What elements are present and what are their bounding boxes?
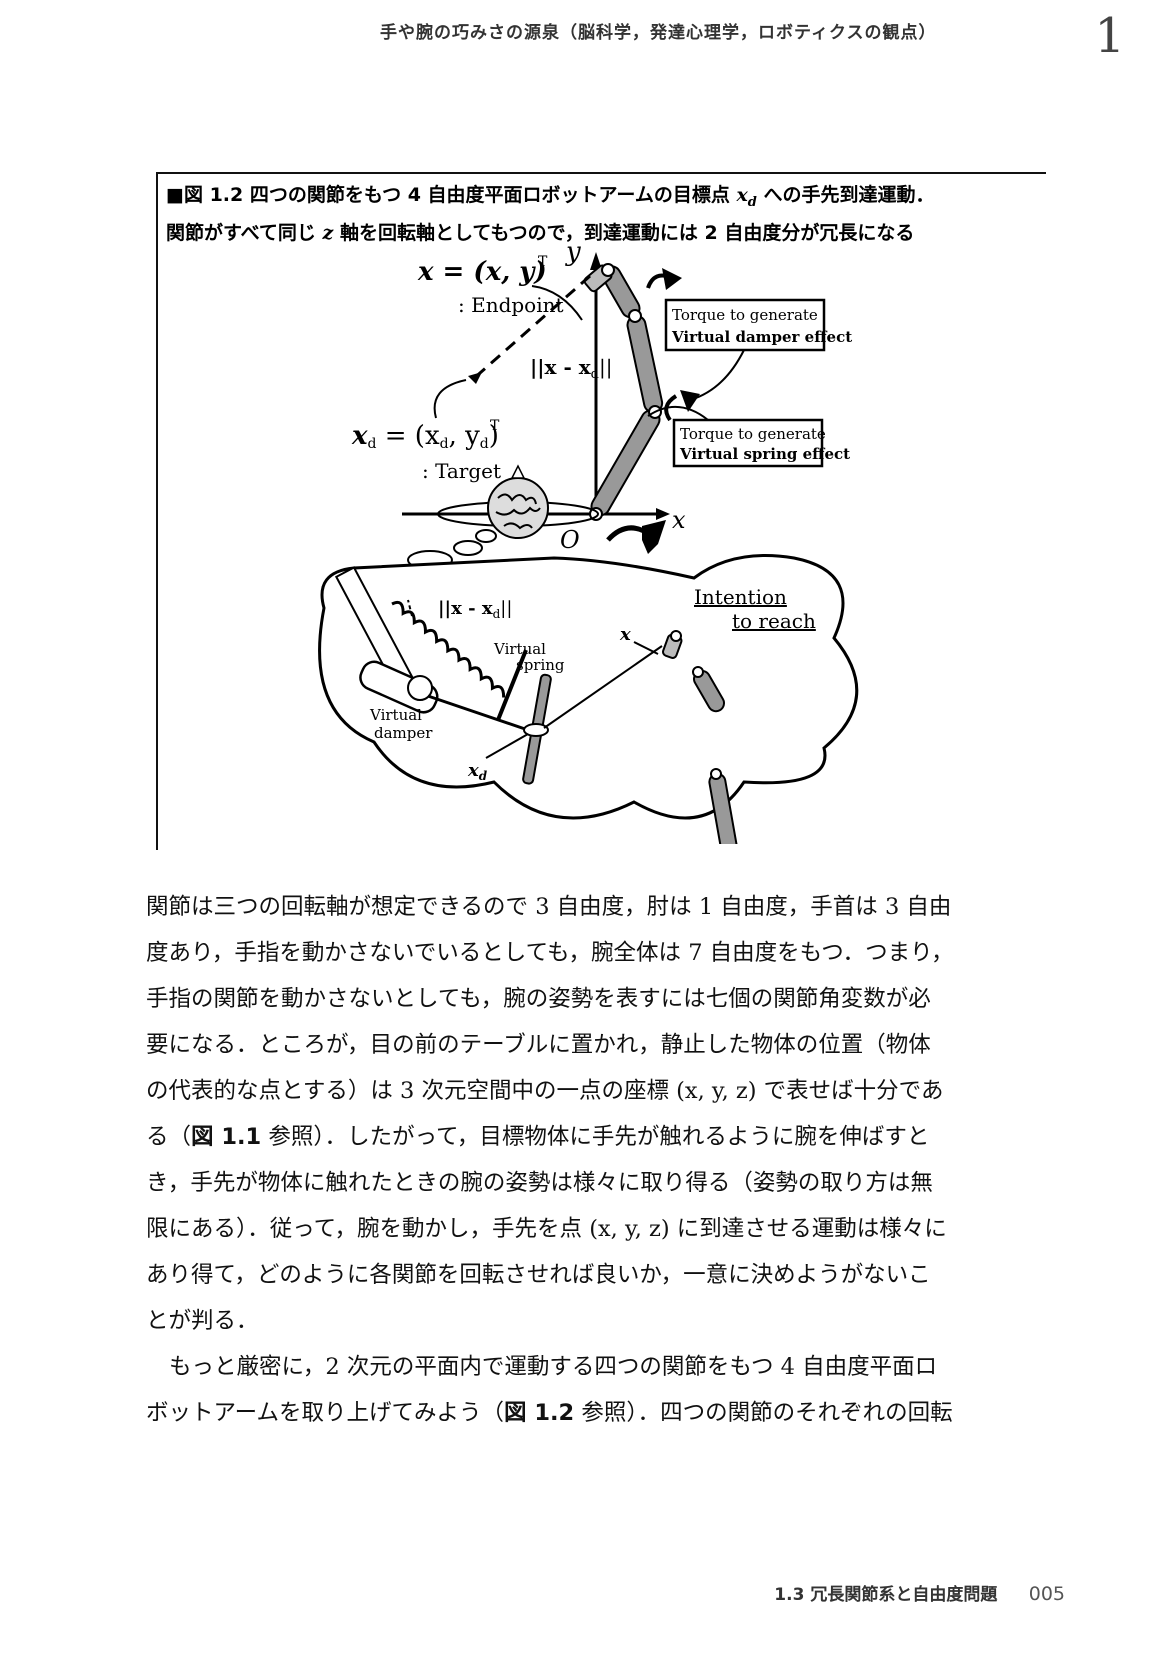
origin-label: O xyxy=(560,526,580,554)
caption-text: 軸を回転軸としてもつので，到達運動には 2 自由度分が冗長になる xyxy=(333,221,915,244)
caption-math-x: x xyxy=(736,184,748,206)
caption-math-z: z xyxy=(322,221,334,244)
damper-torque-box: Torque to generate Virtual damper effect xyxy=(664,298,852,352)
spring-torque-box: Torque to generate Virtual spring effect xyxy=(672,418,850,468)
reach-vector-head xyxy=(468,372,482,384)
brain-folds xyxy=(495,493,541,530)
intention-line1: Intention xyxy=(694,585,787,609)
endpoint-name: : Endpoint xyxy=(458,293,564,317)
body-line: あり得て，どのように各関節を回転させれば良いか，一意に決めようがないこ xyxy=(146,1262,931,1288)
body-line: とが判る． xyxy=(146,1308,259,1334)
spring-box-line1: Torque to generate xyxy=(680,425,826,443)
caption-text: への手先到達運動． xyxy=(756,184,935,206)
arm-link-2 xyxy=(626,314,664,414)
torque-arrowhead-elbow xyxy=(680,390,700,412)
endpoint-equation: x = (x, y) xyxy=(417,257,547,287)
robot-arm-diagram: y x O Torque to generate Virtual damper … xyxy=(318,244,859,844)
caption-line-2: 関節がすべて同じ z 軸を回転軸としてもつので，到達運動には 2 自由度分が冗長… xyxy=(166,218,1036,248)
body-line: の代表的な点とする）は 3 次元空間中の一点の座標 (x, y, z) で表せば… xyxy=(146,1078,944,1104)
spring-end-bar xyxy=(496,649,528,721)
body-line: き，手先が物体に触れたときの腕の姿勢は様々に取り得る（姿勢の取り方は無 xyxy=(146,1170,933,1196)
thought-cloud xyxy=(318,554,859,820)
target-name: : Target xyxy=(422,459,501,483)
xd-leader xyxy=(485,733,529,759)
spring-box-line2: Virtual spring effect xyxy=(679,445,850,463)
connection-line xyxy=(543,645,663,729)
joint-3 xyxy=(628,309,642,323)
body-text-span: 参照）．四つの関節のそれぞれの回転 xyxy=(574,1400,953,1426)
norm2-label: ||x - xd|| xyxy=(438,598,512,621)
endpoint-superscript: T xyxy=(538,254,548,270)
figure-reference: 図 1.2 xyxy=(503,1400,575,1426)
page-footer: 1.3 冗長関節系と自由度問題 005 xyxy=(774,1580,1065,1605)
footer-section-title: 1.3 冗長関節系と自由度問題 xyxy=(774,1585,998,1605)
body-line: もっと厳密に，2 次元の平面内で運動する四つの関節をもつ 4 自由度平面ロ xyxy=(169,1354,938,1380)
body-line: 限にある）．従って，腕を動かし，手先を点 (x, y, z) に到達させる運動は… xyxy=(146,1216,947,1242)
target-superscript: T xyxy=(490,418,500,434)
body-line: 手指の関節を動かさないとしても，腕の姿勢を表すには七個の関節角変数が必 xyxy=(146,986,931,1012)
spring-leader xyxy=(647,405,709,421)
y-axis-arrow xyxy=(590,252,602,270)
torque-arrowhead-top xyxy=(662,268,682,290)
joint-1 xyxy=(589,507,603,521)
reach-vector xyxy=(471,274,591,382)
virtual-spring-label-2: spring xyxy=(516,656,565,674)
body-text-span: る（ xyxy=(146,1124,192,1150)
joint-4 xyxy=(601,263,615,277)
body-line: 要になる．ところが，目の前のテーブルに置かれ，静止した物体の位置（物体 xyxy=(146,1032,931,1058)
figure-caption: ■図 1.2 四つの関節をもつ 4 自由度平面ロボットアームの目標点 xd への… xyxy=(166,180,1036,248)
target-leader xyxy=(433,379,467,419)
body-text-span: 参照）．したがって，目標物体に手先が触れるように腕を伸ばすと xyxy=(261,1124,930,1150)
virtual-spring-label-1: Virtual xyxy=(493,640,546,658)
body-line: る（図 1.1 参照）．したがって，目標物体に手先が触れるように腕を伸ばすと xyxy=(146,1114,1046,1160)
body-line: ボットアームを取り上げてみよう（図 1.2 参照）．四つの関節のそれぞれの回転 xyxy=(146,1390,1046,1436)
damper-box-line1: Torque to generate xyxy=(672,306,818,324)
chapter-number: 1 xyxy=(1094,8,1125,64)
axis-y-label: y xyxy=(565,244,581,267)
body-text: 関節は三つの回転軸が想定できるので 3 自由度，肘は 1 自由度，手首は 3 自… xyxy=(146,884,1046,1436)
body-line: 関節は三つの回転軸が想定できるので 3 自由度，肘は 1 自由度，手首は 3 自… xyxy=(146,894,952,920)
target-ring xyxy=(523,723,549,737)
caption-text: 関節がすべて同じ xyxy=(166,221,323,244)
brain-nose-marker xyxy=(510,464,526,479)
thought-bubble-1 xyxy=(475,529,497,543)
running-head: 手や腕の巧みさの源泉（脳科学，発達心理学，ロボティクスの観点） xyxy=(380,23,937,43)
body-text-span: ボットアームを取り上げてみよう（ xyxy=(146,1400,504,1426)
norm-label: ||x - xd|| xyxy=(530,355,612,382)
damper-leader xyxy=(689,349,745,401)
page-number: 005 xyxy=(1028,1583,1065,1605)
torque-arrowhead-base xyxy=(642,520,666,554)
x-leader-small xyxy=(633,641,659,655)
small-robot-arm xyxy=(662,630,742,844)
damper-box-line2: Virtual damper effect xyxy=(671,328,852,346)
virtual-spring-damper xyxy=(334,566,663,785)
axis-x-label: x xyxy=(672,506,686,534)
x-label-small: x xyxy=(619,624,631,645)
caption-text: ■図 1.2 四つの関節をもつ 4 自由度平面ロボットアームの目標点 xyxy=(166,184,737,206)
endpoint-leader xyxy=(531,285,583,321)
caption-math-sub: d xyxy=(747,194,757,210)
arm-link-1 xyxy=(590,409,661,517)
norm2-marker xyxy=(407,599,413,617)
target-equation: xd = (xd, yd) xyxy=(351,421,499,452)
thought-bubble-2 xyxy=(453,540,483,556)
damper-piston xyxy=(407,675,433,701)
x-axis-arrow xyxy=(656,508,670,520)
body-line: 度あり，手指を動かさないでいるとしても，腕全体は 7 自由度をもつ．つまり， xyxy=(146,940,954,966)
virtual-damper-label-2: damper xyxy=(374,724,433,742)
figure-box: ■図 1.2 四つの関節をもつ 4 自由度平面ロボットアームの目標点 xd への… xyxy=(156,172,1046,850)
damper-rod xyxy=(427,694,529,732)
xd-label: xd xyxy=(467,760,488,783)
virtual-damper-label-1: Virtual xyxy=(369,706,422,724)
figure-reference: 図 1.1 xyxy=(191,1124,262,1150)
intention-line2: to reach xyxy=(732,609,816,633)
caption-line-1: ■図 1.2 四つの関節をもつ 4 自由度平面ロボットアームの目標点 xd への… xyxy=(166,180,1036,218)
spring-coil xyxy=(391,600,506,698)
